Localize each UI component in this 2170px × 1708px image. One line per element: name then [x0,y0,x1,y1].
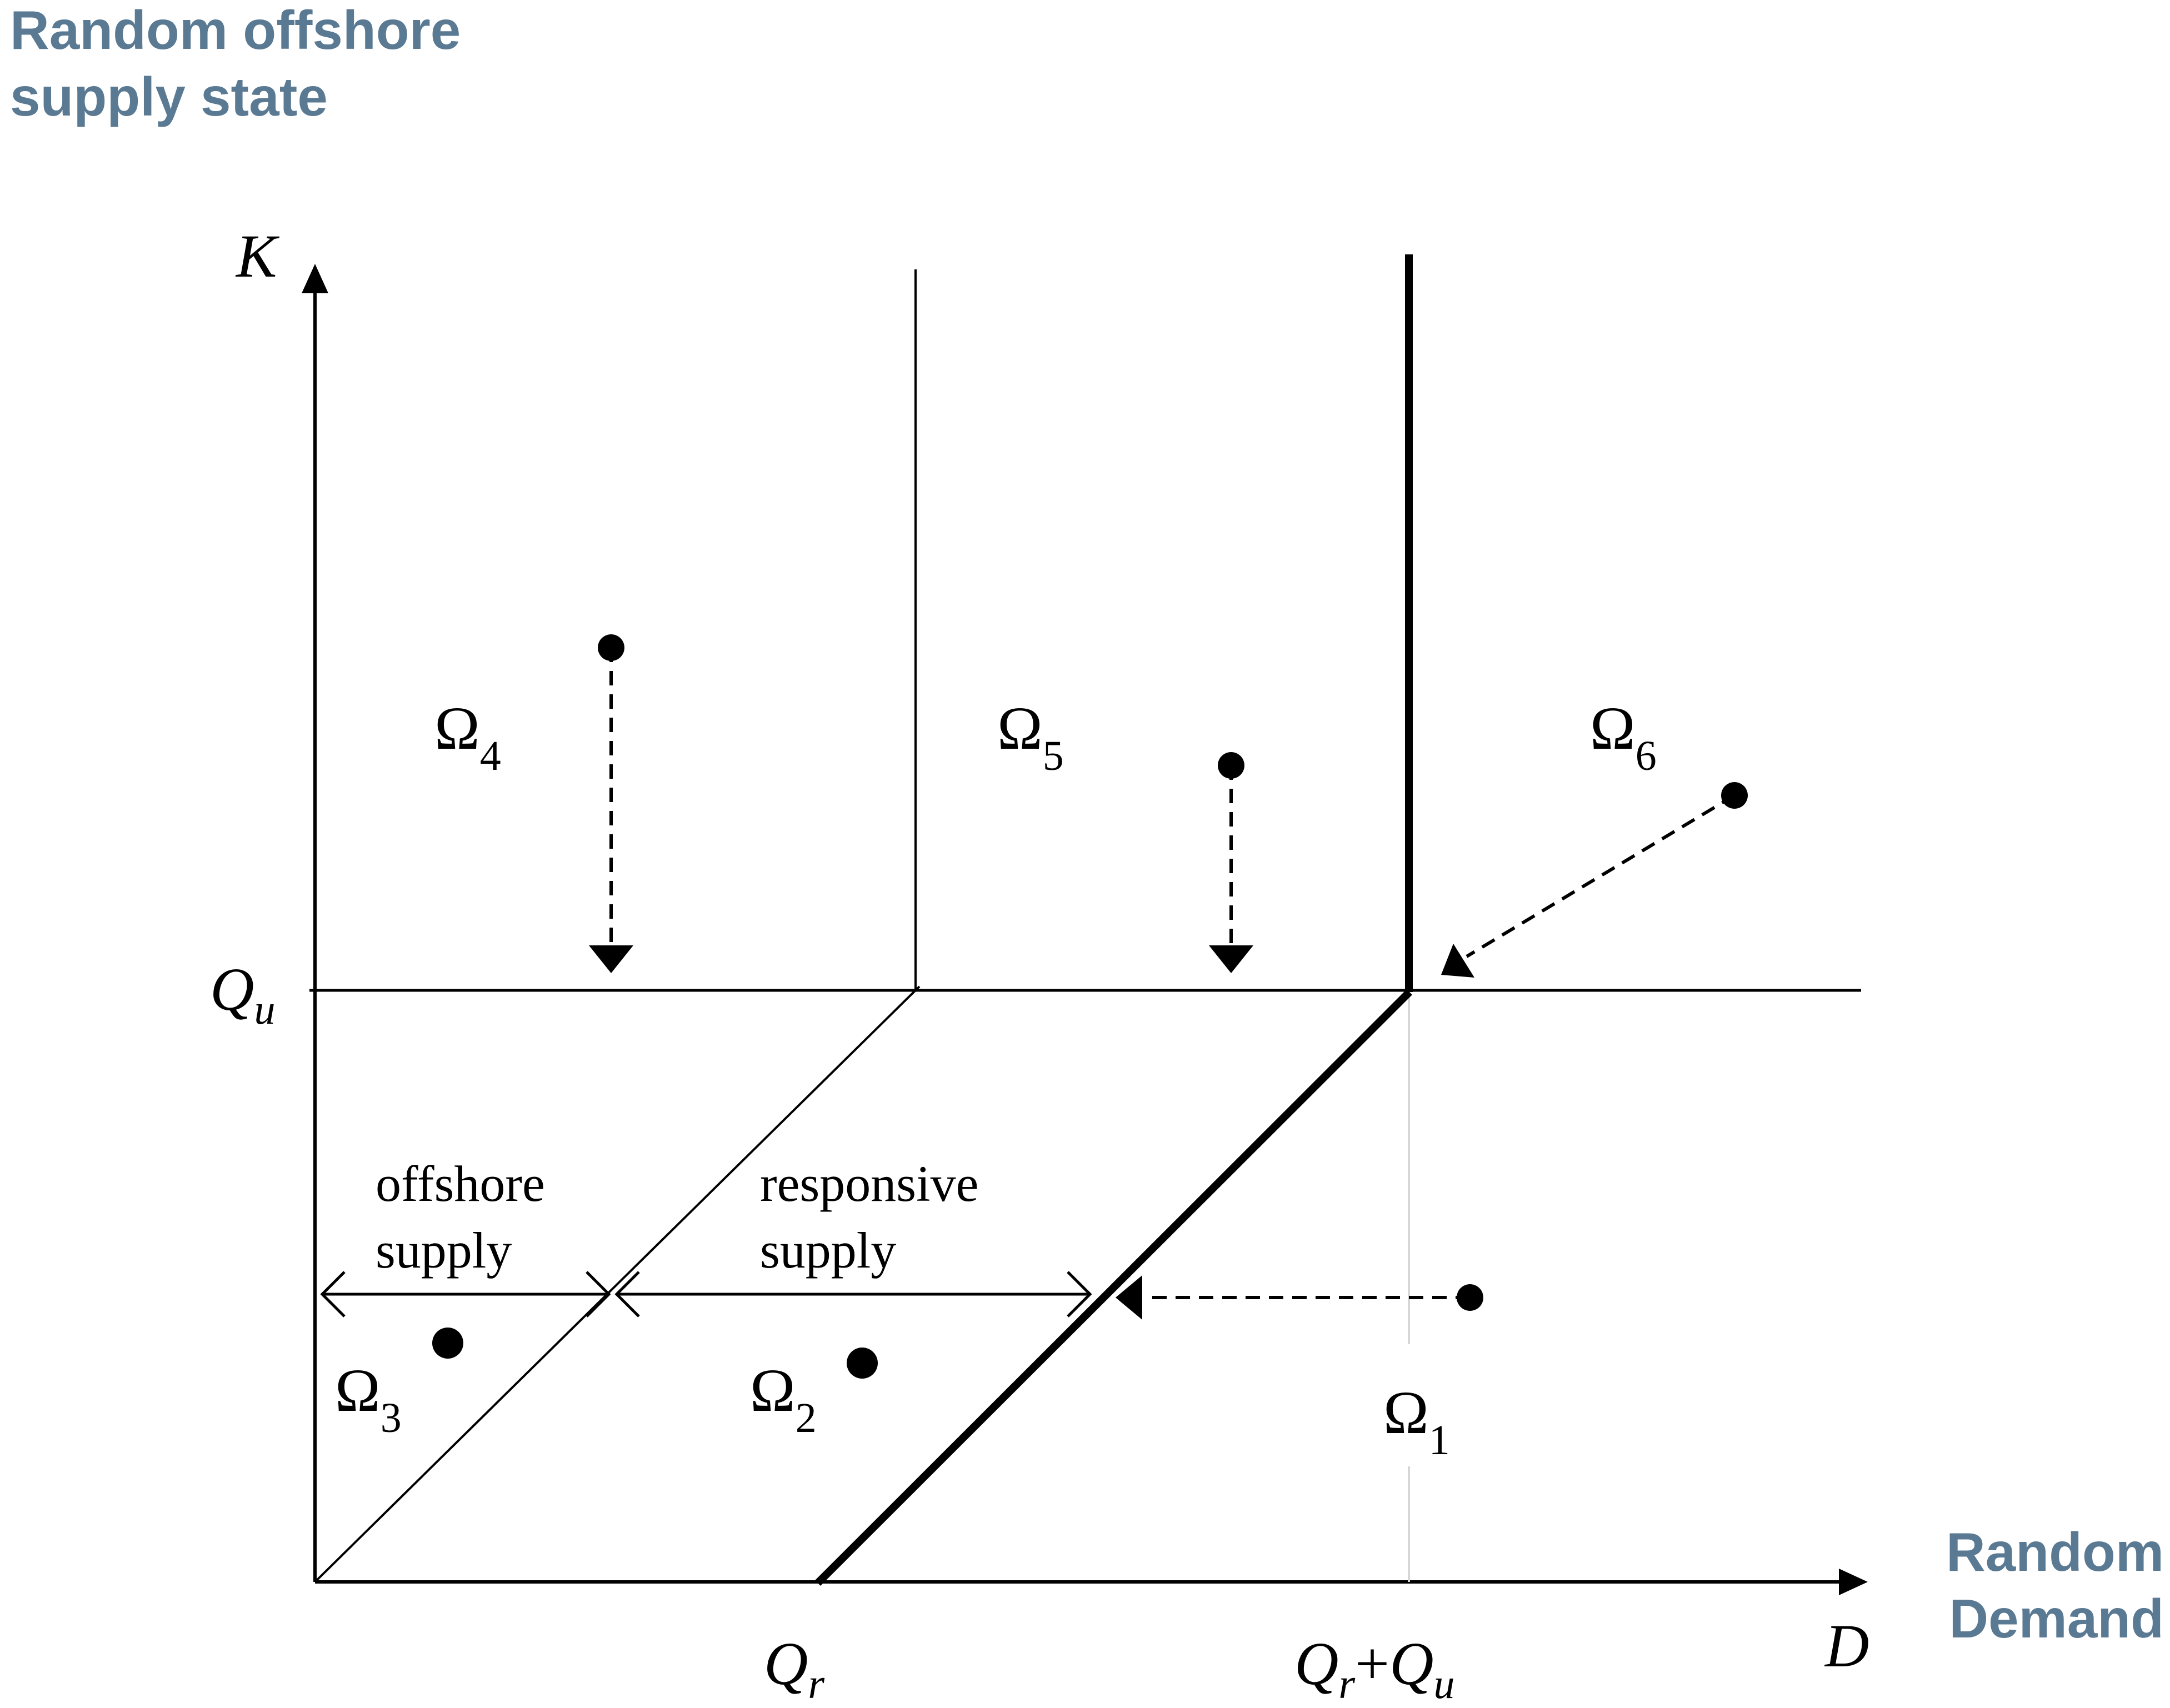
qr-tick-label: Qr [764,1630,824,1707]
supply-state-label-line2: supply state [10,66,328,127]
demand-label-line2: Demand [1949,1588,2164,1649]
responsive-supply-arrow [614,1271,1092,1318]
region-omega6-label: Ω6 [1590,694,1657,779]
omega2-state-point [847,1348,878,1379]
qr-plus-qu-tick-label: Qr+Qu [1294,1630,1455,1707]
offshore-supply-arrow [320,1271,611,1318]
omega5-transition-arrow [1209,752,1253,973]
responsive-supply-label-line1: responsive [760,1155,978,1212]
region-omega1-label: Ω1 [1383,1379,1450,1464]
region-omega3-label: Ω3 [335,1356,402,1441]
region-omega4-label: Ω4 [434,694,501,779]
total-supply-diagonal [815,989,1412,1586]
omega4-transition-arrow [589,634,633,973]
omega3-state-point [432,1328,463,1359]
omega6-transition-arrow [1441,782,1748,978]
x-axis-label: D [1824,1612,1869,1680]
demand-label-line1: Random [1946,1521,2164,1582]
qu-tick-label: Qu [210,955,275,1033]
y-axis [302,264,328,1582]
offshore-supply-label-line2: supply [376,1222,512,1279]
x-axis [315,1569,1868,1595]
offshore-supply-diagonal [314,985,921,1583]
omega1-transition-arrow [1116,1275,1483,1320]
y-axis-label: K [235,222,280,290]
responsive-supply-label-line2: supply [760,1222,896,1279]
offshore-supply-label-line1: offshore [376,1155,545,1212]
supply-state-label-line1: Random offshore [10,0,461,61]
region-omega5-label: Ω5 [997,694,1064,779]
region-omega2-label: Ω2 [750,1356,817,1441]
